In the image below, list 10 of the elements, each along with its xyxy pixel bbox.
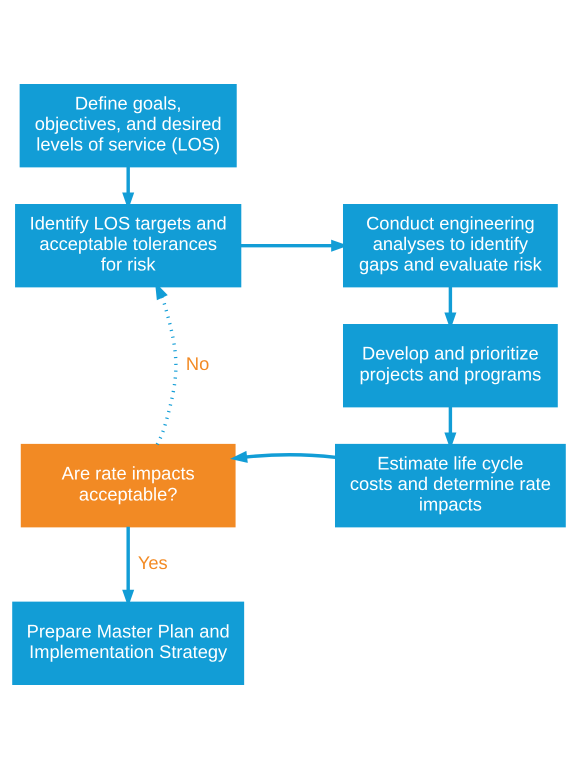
node-box: Conduct engineering analyses to identify gaps and evaluate risk xyxy=(342,204,558,288)
edge-label: Yes xyxy=(138,552,168,573)
node-box: Are rate impacts acceptable? xyxy=(20,444,236,528)
edge-label: No xyxy=(186,352,210,374)
node-box: Define goals, objectives, and desired levels of service (LOS) xyxy=(20,84,237,168)
node-box: Develop and prioritize projects and programs xyxy=(342,324,558,408)
arrow xyxy=(230,450,336,463)
node-box: Identify LOS targets and acceptable tolerances for risk xyxy=(15,204,242,288)
node-box: Estimate life cycle costs and determine rate impacts xyxy=(334,444,566,528)
node-box: Prepare Master Plan and Implementation Strategy xyxy=(12,602,244,685)
